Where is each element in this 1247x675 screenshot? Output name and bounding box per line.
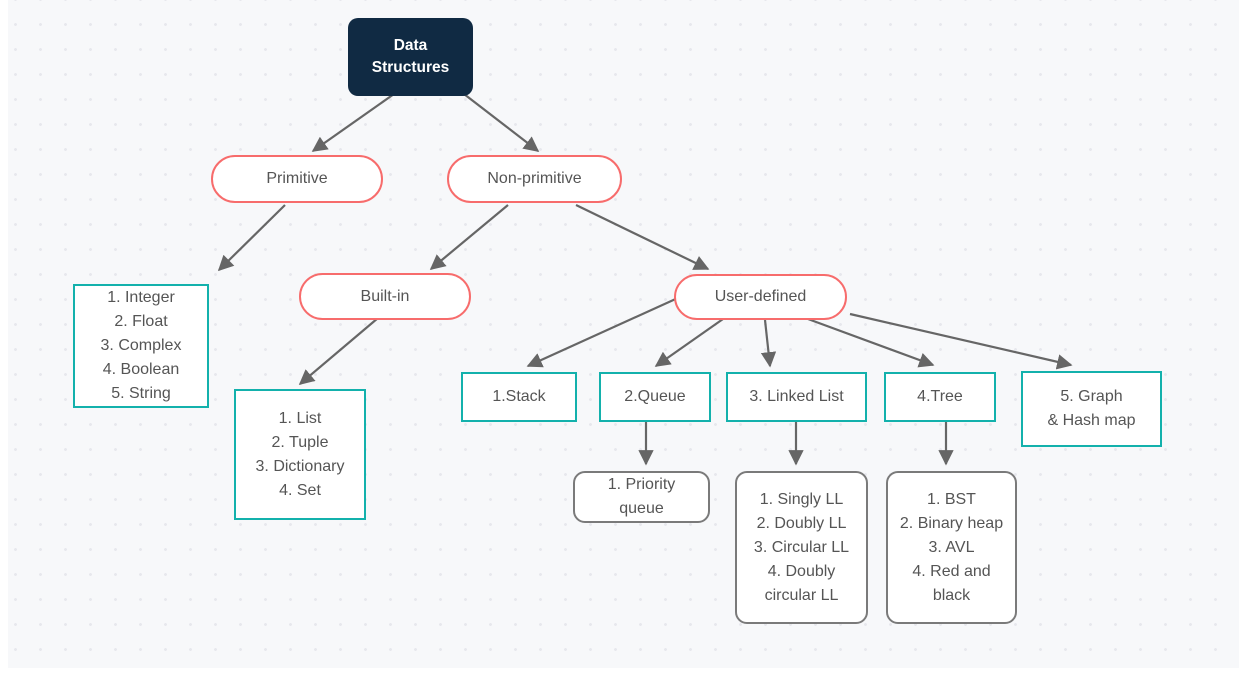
- node-primitive[interactable]: Primitive: [211, 155, 383, 203]
- node-tree[interactable]: 4.Tree: [884, 372, 996, 422]
- node-label: 2.Queue: [624, 388, 686, 405]
- node-built-in[interactable]: Built-in: [299, 273, 471, 320]
- node-linked-list-types[interactable]: 1. Singly LL 2. Doubly LL 3. Circular LL…: [735, 471, 868, 624]
- node-label: 1.Stack: [492, 388, 546, 405]
- node-queue[interactable]: 2.Queue: [599, 372, 711, 422]
- node-linked-list[interactable]: 3. Linked List: [726, 372, 867, 422]
- node-label: Non-primitive: [487, 170, 582, 187]
- node-label: Primitive: [266, 170, 328, 187]
- node-label: 1. List 2. Tuple 3. Dictionary 4. Set: [255, 409, 345, 499]
- edge-userdefined-tree: [807, 317, 935, 368]
- edge-nonprimitive-builtin: [429, 204, 509, 270]
- edge-userdefined-queue: [654, 318, 724, 367]
- node-label: Data Structures: [371, 37, 450, 76]
- node-label: Built-in: [360, 287, 410, 305]
- node-label: 1. Singly LL 2. Doubly LL 3. Circular LL…: [753, 490, 850, 604]
- edge-builtin-builtintypes: [298, 317, 379, 385]
- edge-userdefined-linkedlist: [760, 319, 777, 368]
- edge-userdefined-stack: [526, 295, 681, 368]
- node-stack[interactable]: 1.Stack: [461, 372, 577, 422]
- node-label: User-defined: [714, 288, 807, 305]
- node-label: 4.Tree: [917, 388, 963, 405]
- node-non-primitive[interactable]: Non-primitive: [447, 155, 622, 203]
- node-tree-types[interactable]: 1. BST 2. Binary heap 3. AVL 4. Red and …: [886, 471, 1017, 624]
- edge-primitive-primitivetypes: [217, 204, 286, 272]
- node-graph-hash-map[interactable]: 5. Graph & Hash map: [1021, 371, 1162, 447]
- node-priority-queue[interactable]: 1. Priority queue: [573, 471, 710, 523]
- diagram-canvas: Data Structures Primitive Non-primitive …: [8, 0, 1239, 668]
- node-built-in-types[interactable]: 1. List 2. Tuple 3. Dictionary 4. Set: [234, 389, 366, 520]
- edge-root-nonprimitive: [463, 93, 540, 152]
- node-label: 3. Linked List: [749, 388, 844, 405]
- node-label: 5. Graph & Hash map: [1047, 388, 1136, 429]
- node-primitive-types[interactable]: 1. Integer 2. Float 3. Complex 4. Boolea…: [73, 284, 209, 408]
- edge-root-primitive: [311, 93, 395, 152]
- node-label: 1. Integer 2. Float 3. Complex 4. Boolea…: [100, 289, 182, 402]
- node-user-defined[interactable]: User-defined: [674, 274, 847, 320]
- node-label: 1. BST 2. Binary heap 3. AVL 4. Red and …: [899, 490, 1004, 604]
- node-data-structures[interactable]: Data Structures: [348, 18, 473, 96]
- edge-nonprimitive-userdefined: [575, 204, 710, 270]
- edge-userdefined-graph: [849, 312, 1073, 370]
- node-label: 1. Priority queue: [607, 476, 676, 517]
